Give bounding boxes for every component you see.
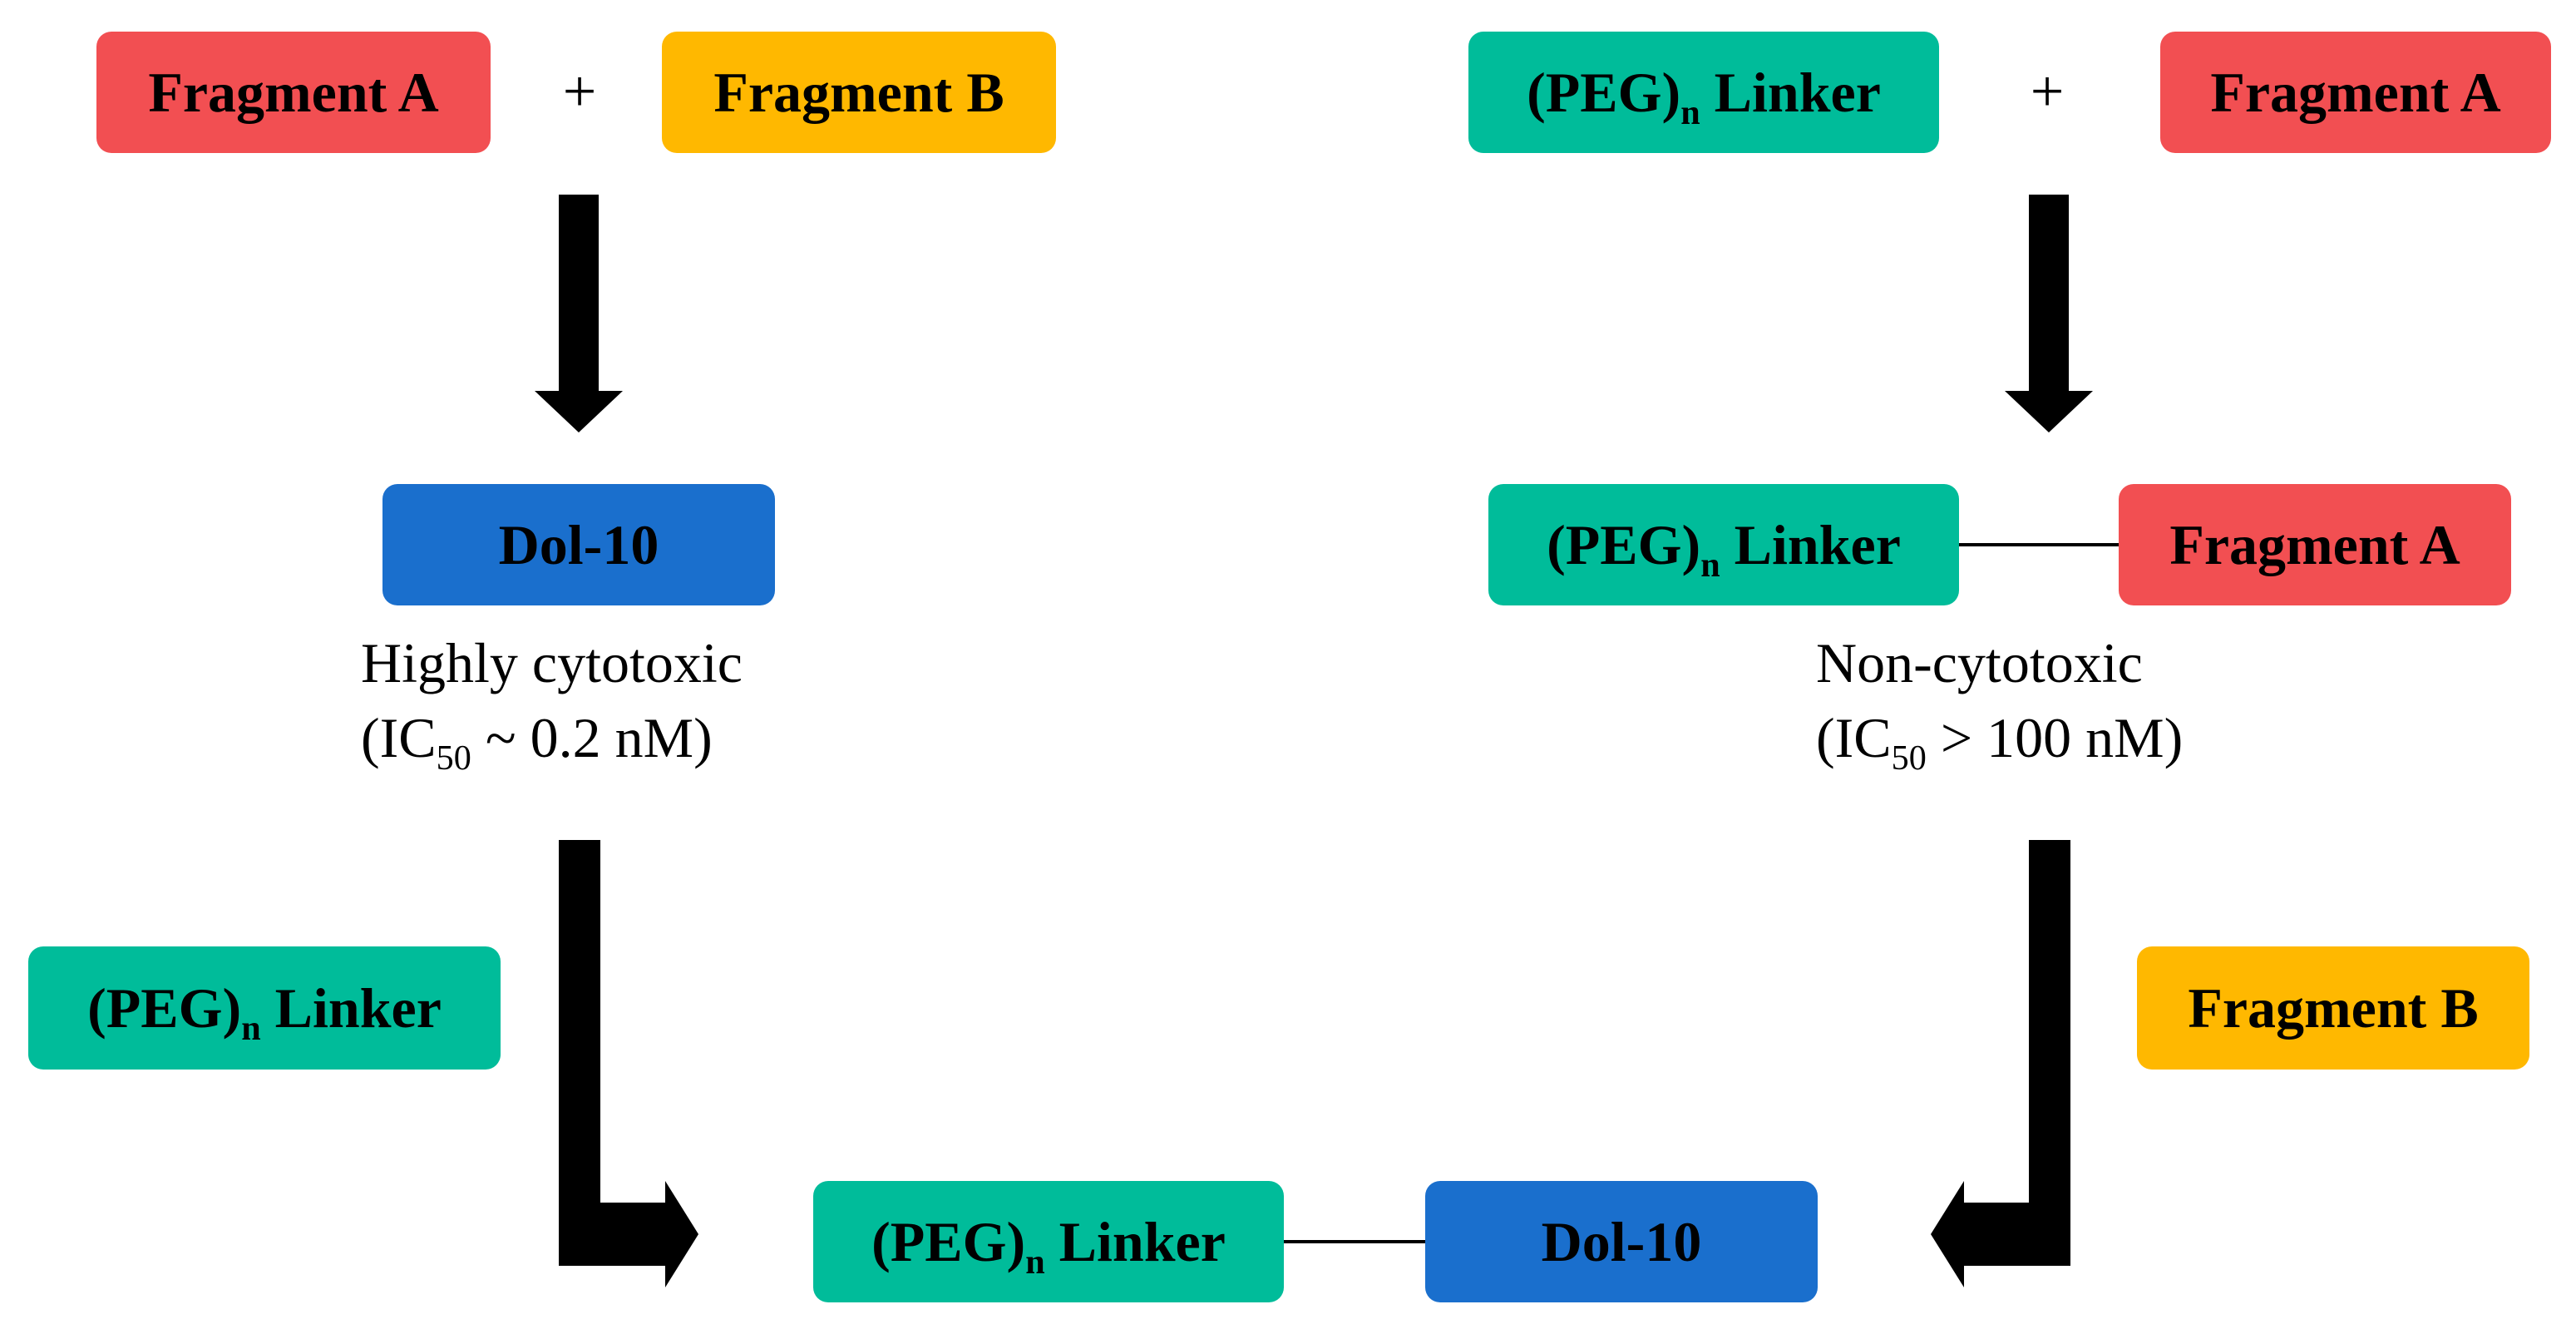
down-arrow-right — [2005, 195, 2093, 432]
peg-linker-label: (PEG)n Linker — [1547, 512, 1901, 585]
peg-linker-box-bottom: (PEG)n Linker — [813, 1181, 1284, 1302]
cytotoxicity-note-right: Non-cytotoxic (IC50 > 100 nM) — [1816, 625, 2183, 775]
note-line-2: (IC50 > 100 nM) — [1816, 706, 2184, 778]
dol10-box-bottom: Dol-10 — [1425, 1181, 1818, 1302]
fragment-a-box-top-left: Fragment A — [96, 32, 491, 153]
note-line-1: Non-cytotoxic — [1816, 631, 2143, 694]
peg-linker-box-middle-right: (PEG)n Linker — [1488, 484, 1959, 605]
dol10-label: Dol-10 — [1541, 1209, 1702, 1273]
l-arrow-right — [1931, 840, 2070, 1287]
fragment-b-box-side-right: Fragment B — [2137, 946, 2529, 1070]
fragment-a-label: Fragment A — [148, 60, 439, 124]
note-line-1: Highly cytotoxic — [361, 631, 743, 694]
peg-linker-label: (PEG)n Linker — [871, 1209, 1226, 1282]
note-line-2: (IC50 ~ 0.2 nM) — [361, 706, 713, 778]
peg-linker-box-top-right: (PEG)n Linker — [1468, 32, 1939, 153]
fragment-a-box-top-right: Fragment A — [2160, 32, 2551, 153]
down-arrow-left — [535, 195, 623, 432]
fragment-a-label: Fragment A — [2169, 512, 2460, 576]
peg-linker-label: (PEG)n Linker — [1527, 60, 1881, 132]
fragment-b-label: Fragment B — [713, 60, 1004, 124]
fragment-b-box-top-left: Fragment B — [662, 32, 1056, 153]
peg-linker-box-side-left: (PEG)n Linker — [28, 946, 501, 1070]
fragment-a-box-middle-right: Fragment A — [2119, 484, 2511, 605]
fragment-a-label: Fragment A — [2210, 60, 2501, 124]
plus-sign-left: + — [562, 57, 597, 125]
cytotoxicity-note-left: Highly cytotoxic (IC50 ~ 0.2 nM) — [361, 625, 743, 775]
peg-linker-label: (PEG)n Linker — [87, 976, 442, 1048]
plus-sign-right: + — [2030, 57, 2065, 125]
dol10-label: Dol-10 — [498, 512, 659, 576]
fragment-b-label: Fragment B — [2188, 976, 2479, 1040]
l-arrow-left — [559, 840, 698, 1287]
dol10-box-middle: Dol-10 — [382, 484, 775, 605]
